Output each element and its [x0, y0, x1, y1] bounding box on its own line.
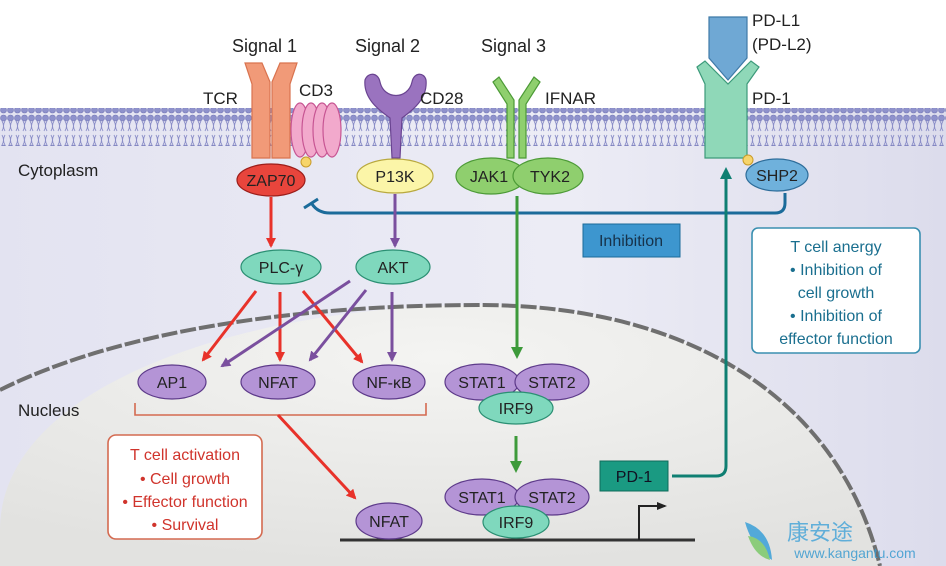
irf9-label: IRF9: [499, 401, 534, 418]
pd-1-gene-box: [599, 460, 669, 492]
signal-3-label: Signal 3: [481, 36, 546, 56]
inhibition-bar-icon: [303, 197, 319, 210]
anergy-line: cell growth: [798, 285, 874, 302]
arrow-akt-to-ap1: [220, 279, 351, 368]
nfat-node: [240, 364, 316, 400]
watermark-logo-icon: [745, 522, 772, 560]
ifnar-label: IFNAR: [545, 89, 596, 108]
zap70-node: [236, 163, 306, 197]
zap70-label: ZAP70: [247, 173, 296, 190]
akt-label: AKT: [377, 260, 408, 277]
cell-membrane: [0, 108, 946, 146]
tyk2-node: [512, 157, 584, 195]
arrow-plc-to-ap1: [201, 290, 258, 362]
irf9-dna-node: [482, 505, 550, 539]
activation-item: • Cell growth: [140, 471, 230, 488]
anergy-line: effector function: [779, 331, 893, 348]
shp2-label: SHP2: [756, 168, 798, 185]
irf9-dna-label: IRF9: [499, 515, 534, 532]
activation-title: T cell activation: [130, 447, 240, 464]
stat2-dna-node: [514, 478, 590, 516]
stat2-node: [514, 363, 590, 401]
cd3-complex: [290, 102, 342, 158]
cd3-label: CD3: [299, 81, 333, 100]
tcr-receptor: [244, 62, 298, 159]
signal-2-label: Signal 2: [355, 36, 420, 56]
tyk2-label: TYK2: [530, 169, 570, 186]
nfkb-label: NF-κB: [366, 375, 411, 392]
t-cell-anergy-box: [751, 227, 921, 354]
cd28-label: CD28: [420, 89, 463, 108]
phosphate-icon: [300, 156, 312, 168]
anergy-line: • Inhibition of: [790, 308, 882, 325]
arrow-pd1-expression: [672, 167, 732, 478]
arrow-plc-to-nfkb: [301, 290, 364, 364]
p13k-label: P13K: [375, 169, 414, 186]
pd-l2-label: (PD-L2): [752, 35, 812, 54]
anergy-line: • Inhibition of: [790, 262, 882, 279]
ifnar-receptor: [492, 76, 541, 159]
pd-l1-label: PD-L1: [752, 11, 800, 30]
arrow-akt-to-nfat: [308, 289, 368, 362]
phosphate-icon: [742, 154, 754, 166]
tcr-label: TCR: [203, 89, 238, 108]
stat2-dna-label: STAT2: [528, 490, 576, 507]
pd-l1-ligand: [708, 16, 748, 81]
ap1-node: [137, 364, 207, 400]
t-cell-activation-box: [107, 434, 263, 540]
irf9-node: [478, 391, 554, 425]
pd-1-receptor: [696, 60, 760, 159]
inhibition-badge: [582, 223, 681, 258]
activation-item: • Survival: [152, 517, 219, 534]
arrow-to-nfat-dna: [276, 413, 357, 500]
cd28-receptor: [364, 73, 427, 159]
jak1-label: JAK1: [470, 169, 508, 186]
pd-1-gene-label: PD-1: [616, 469, 653, 486]
inhibition-label: Inhibition: [599, 233, 663, 250]
pd-1-receptor-label: PD-1: [752, 89, 791, 108]
cytoplasm-label: Cytoplasm: [18, 161, 98, 180]
nuclear-envelope: [0, 302, 882, 566]
ap1-label: AP1: [157, 375, 187, 392]
nfat-dna-node: [355, 502, 423, 540]
nfat-label: NFAT: [258, 375, 298, 392]
signal-1-label: Signal 1: [232, 36, 297, 56]
stat1-label: STAT1: [458, 375, 506, 392]
inhibition-line: [310, 193, 787, 215]
watermark-chinese: 康安途: [787, 520, 853, 545]
stat1-dna-label: STAT1: [458, 490, 506, 507]
nucleus-label: Nucleus: [18, 401, 79, 420]
plc-gamma-node: [240, 249, 322, 285]
anergy-line: T cell anergy: [790, 239, 881, 256]
activation-item: • Effector function: [122, 494, 247, 511]
nfat-dna-label: NFAT: [369, 514, 409, 531]
shp2-node: [745, 158, 809, 192]
akt-node: [355, 249, 431, 285]
transcription-start-icon: [638, 502, 667, 540]
transcription-factor-bracket: [134, 403, 427, 416]
watermark-url: www.kangantu.com: [793, 545, 915, 561]
extracellular-space: [0, 0, 946, 108]
plc-gamma-label: PLC-γ: [259, 260, 303, 277]
stat2-label: STAT2: [528, 375, 576, 392]
nfkb-node: [352, 364, 426, 400]
p13k-node: [356, 158, 434, 194]
